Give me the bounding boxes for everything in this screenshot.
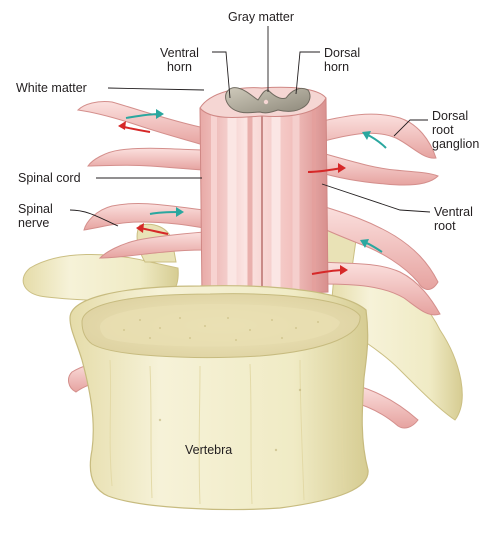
vertebral-body — [70, 286, 368, 510]
label-spinal-nerve: Spinal nerve — [18, 202, 53, 230]
label-gray-matter: Gray matter — [228, 10, 294, 24]
gray-matter-text: Gray matter — [228, 10, 294, 24]
white-matter-text: White matter — [16, 81, 87, 95]
vertebra-text: Vertebra — [185, 443, 232, 457]
ventral-horn-line-1: Ventral — [160, 46, 199, 60]
label-white-matter: White matter — [16, 81, 87, 95]
label-dorsal-horn: Dorsal horn — [324, 46, 360, 74]
spinal-cord — [200, 87, 328, 298]
spinal-nerve-line-2: nerve — [18, 216, 53, 230]
label-dorsal-root-ganglion: Dorsal root ganglion — [432, 109, 479, 151]
ventral-horn-line-2: horn — [160, 60, 199, 74]
spinal-nerve-line-1: Spinal — [18, 202, 53, 216]
dorsal-root-ganglion-line-3: ganglion — [432, 137, 479, 151]
label-ventral-horn: Ventral horn — [160, 46, 199, 74]
ventral-root-line-1: Ventral — [434, 205, 473, 219]
ventral-root-line-2: root — [434, 219, 473, 233]
dorsal-horn-line-2: horn — [324, 60, 360, 74]
dorsal-horn-line-1: Dorsal — [324, 46, 360, 60]
spinal-cord-text: Spinal cord — [18, 171, 81, 185]
label-vertebra: Vertebra — [185, 443, 232, 457]
label-ventral-root: Ventral root — [434, 205, 473, 233]
dorsal-root-ganglion-line-2: root — [432, 123, 479, 137]
dorsal-root-ganglion-line-1: Dorsal — [432, 109, 479, 123]
label-spinal-cord: Spinal cord — [18, 171, 81, 185]
